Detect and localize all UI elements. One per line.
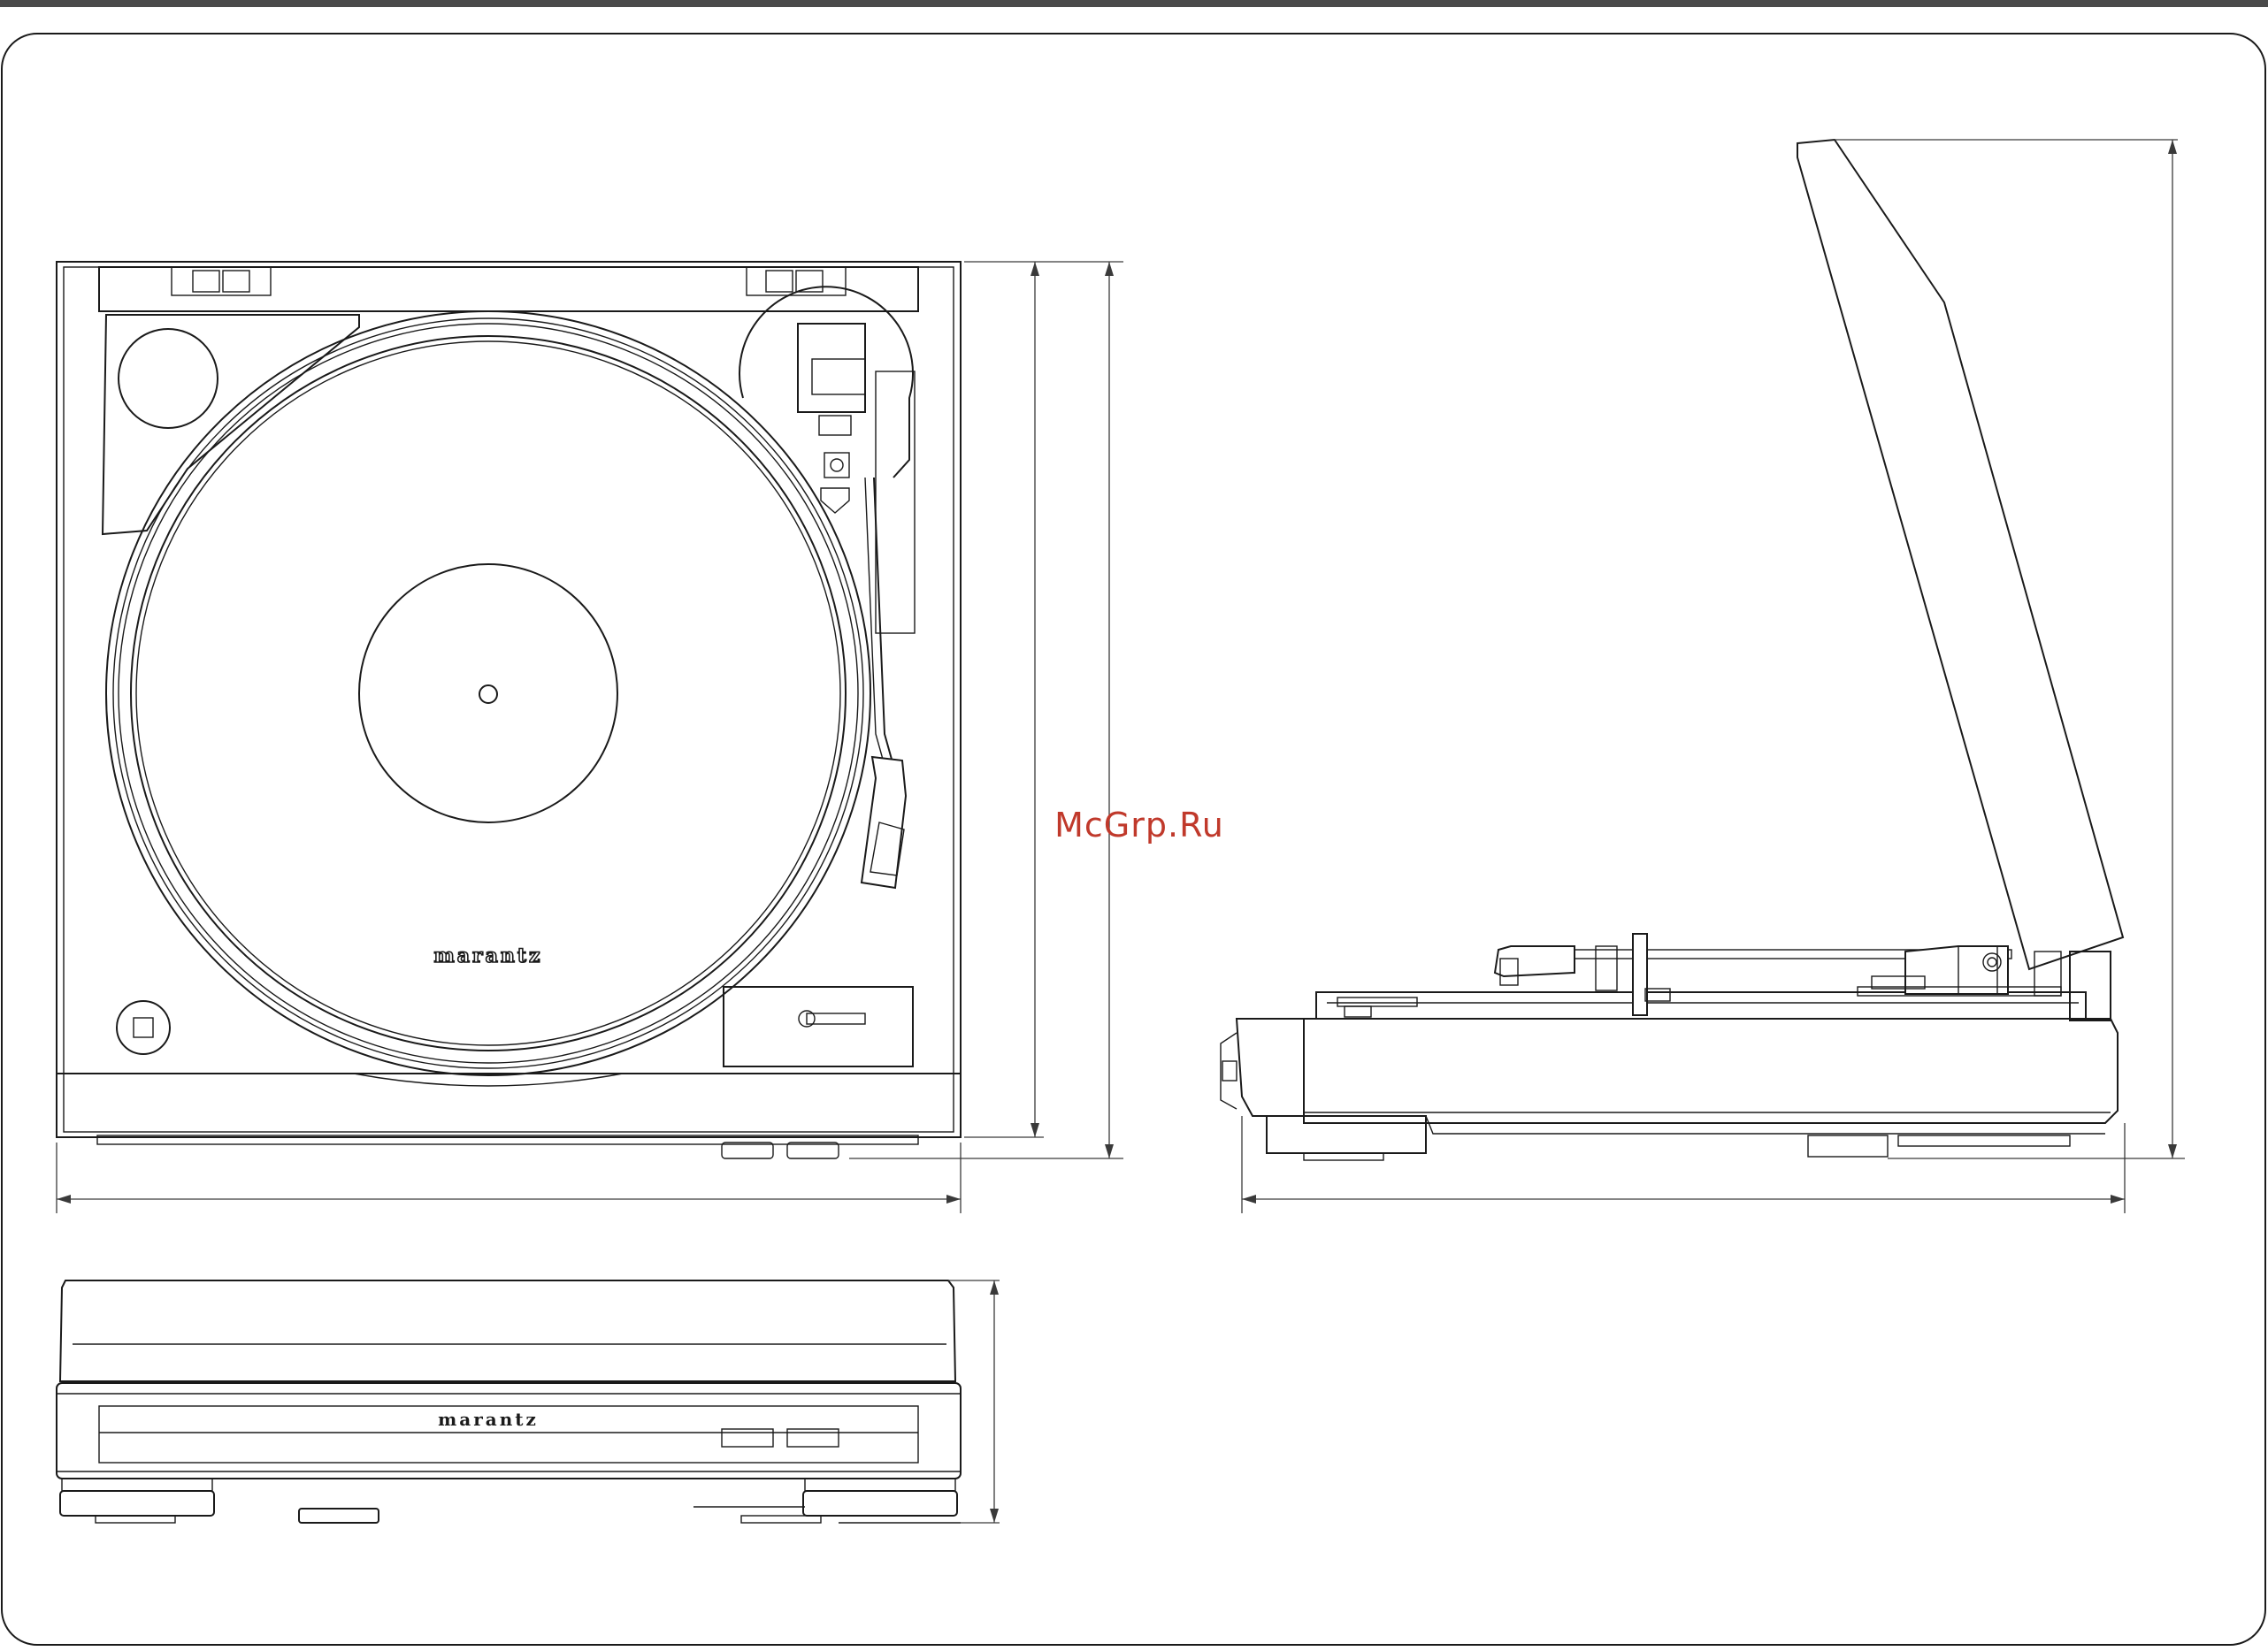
headshell: [862, 757, 906, 888]
top-view-dimensions: [57, 262, 1123, 1213]
headshell-side: [1495, 946, 1575, 976]
brand-logo-top: marantz: [433, 944, 542, 967]
speed-adaptor-well: [119, 329, 218, 428]
foot-side-rear: [1808, 1135, 1888, 1157]
arm-rest-side: [1633, 934, 1647, 1015]
foot-front-right: [803, 1491, 957, 1516]
foot-side-front: [1267, 1116, 1426, 1153]
dust-cover-open: [1797, 140, 2123, 969]
hinge-bar: [99, 267, 918, 311]
brand-logo-front: marantz: [438, 1409, 539, 1430]
front-view-button-right: [787, 1429, 839, 1447]
top-view: marantz: [57, 262, 961, 1158]
watermark-text: McGrp.Ru: [1054, 806, 1224, 845]
front-view: marantz: [57, 1280, 961, 1523]
side-view-dimensions: [1242, 140, 2185, 1213]
tonearm-pivot: [824, 453, 849, 478]
hinge-side: [2070, 952, 2111, 1020]
side-view: [1221, 140, 2178, 1160]
spindle: [479, 685, 497, 703]
plinth-side: [1304, 1019, 2118, 1123]
foot-front-left: [60, 1491, 214, 1516]
lift-lever: [807, 1013, 865, 1024]
foot-front-center: [299, 1509, 379, 1523]
control-panel: [724, 987, 913, 1066]
plinth-front: [57, 1383, 961, 1479]
platter-mat: [131, 336, 846, 1051]
counterweight: [798, 324, 865, 412]
top-bar: [0, 0, 2268, 7]
record-label: [359, 564, 617, 822]
hinge-left: [172, 267, 271, 295]
dust-cover-front: [60, 1280, 955, 1381]
front-view-button-left: [722, 1429, 773, 1447]
speed-knob: [117, 1001, 170, 1054]
front-panel-side: [1237, 1019, 1304, 1116]
